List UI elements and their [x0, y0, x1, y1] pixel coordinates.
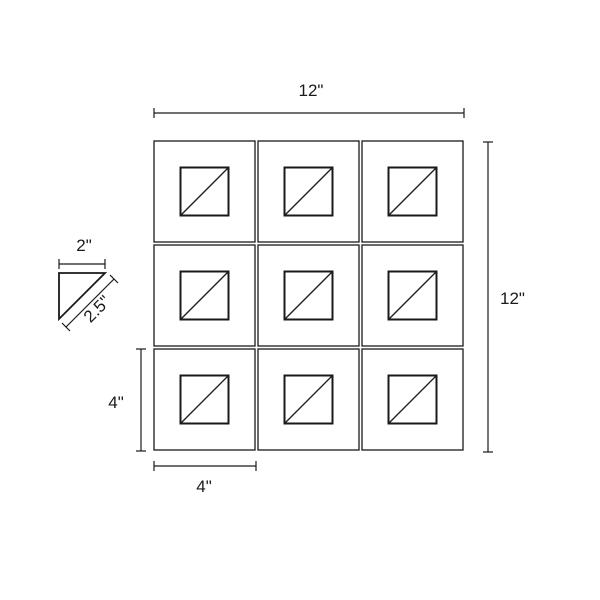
triangle-leg-label: 2" — [76, 236, 92, 255]
tile-diagonal — [284, 167, 333, 216]
top-width-label: 12" — [299, 81, 324, 100]
tile — [257, 244, 360, 347]
right-height-label: 12" — [500, 289, 525, 308]
tile-diagonal — [284, 271, 333, 320]
tile — [257, 140, 360, 243]
tile-height-label: 4" — [108, 393, 124, 412]
tile-grid — [153, 140, 464, 451]
tile-width-label: 4" — [196, 477, 212, 496]
tile-height-dimension: 4" — [108, 348, 146, 452]
triangle-piece-detail: 2" 2.5" — [58, 236, 119, 332]
tile — [361, 244, 464, 347]
tile-diagonal — [388, 375, 437, 424]
top-width-dimension: 12" — [153, 81, 465, 118]
tile — [361, 140, 464, 243]
tile — [153, 348, 256, 451]
triangle-hypotenuse-label: 2.5" — [80, 292, 114, 326]
tile-diagonal — [180, 375, 229, 424]
triangle-piece — [58, 272, 108, 322]
tile-diagonal — [180, 167, 229, 216]
tile-diagonal — [284, 375, 333, 424]
tile-diagonal — [388, 167, 437, 216]
tile — [153, 140, 256, 243]
tile — [153, 244, 256, 347]
right-height-dimension: 12" — [483, 141, 525, 453]
tile-diagonal — [388, 271, 437, 320]
tile — [361, 348, 464, 451]
tile-width-dimension: 4" — [153, 461, 257, 496]
tile — [257, 348, 360, 451]
tile-diagonal — [180, 271, 229, 320]
